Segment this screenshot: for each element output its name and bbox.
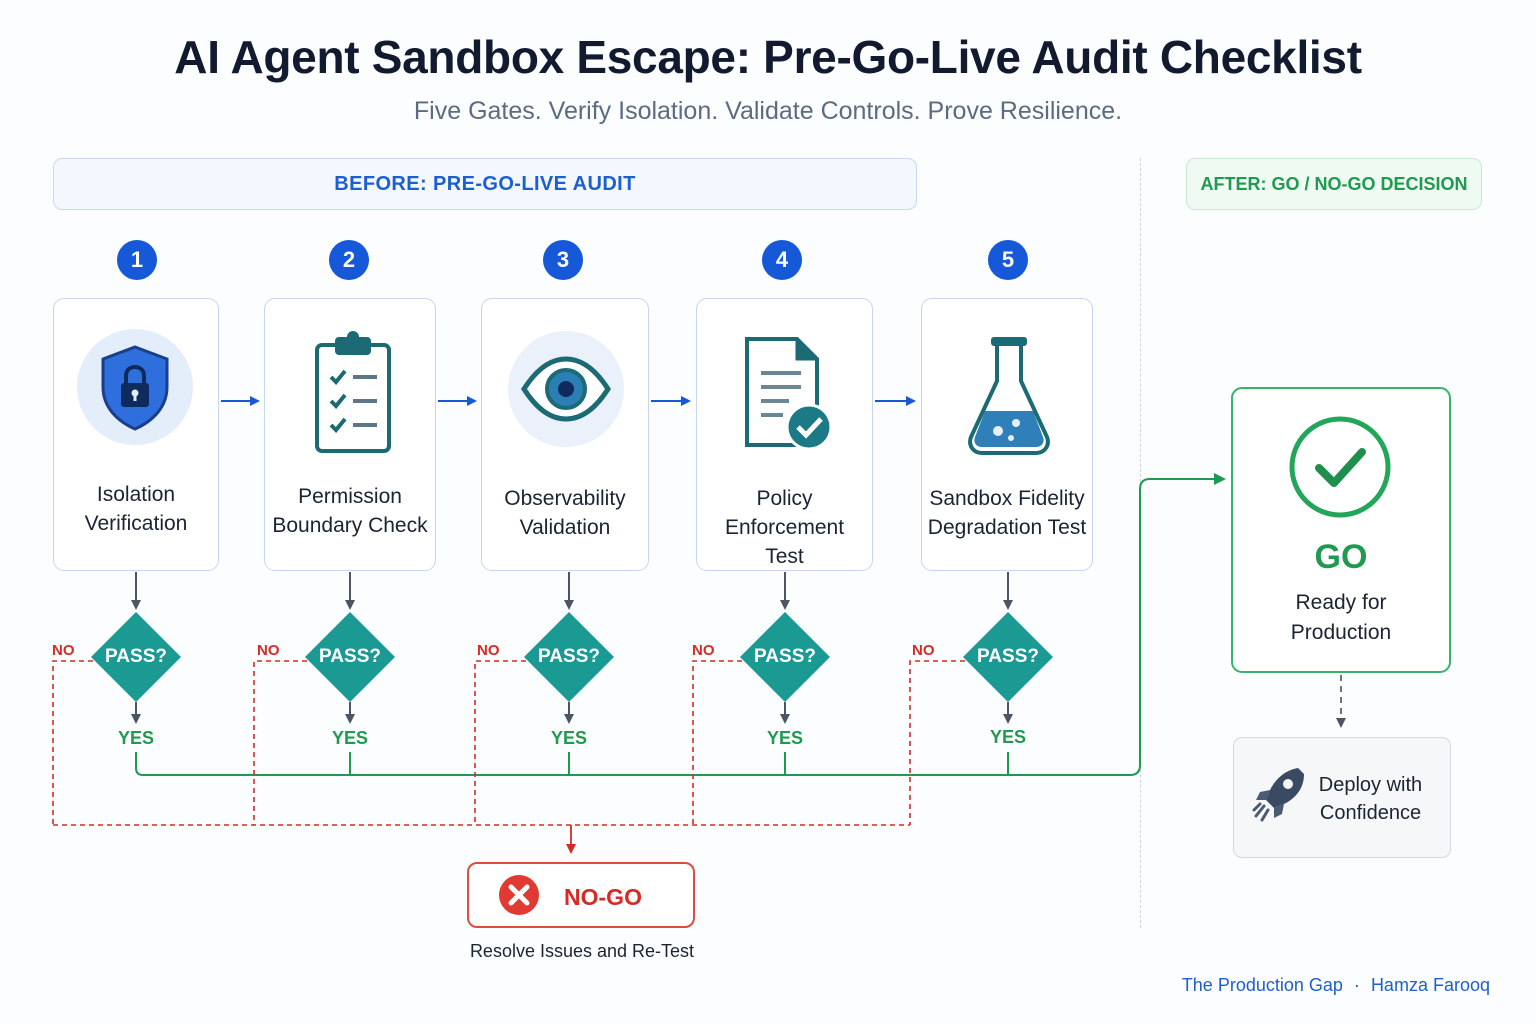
- gate-number-4: 4: [762, 240, 802, 280]
- deploy-line1: Deploy with: [1318, 774, 1423, 796]
- footer-credit: The Production Gap · Hamza Farooq: [1100, 975, 1490, 996]
- yes-label-1: YES: [117, 728, 155, 748]
- eye-icon: [508, 331, 624, 447]
- no-label-3: NO: [477, 642, 500, 659]
- check-circle-icon: [1289, 416, 1391, 518]
- no-path-5: [909, 660, 965, 825]
- footer-separator: ·: [1353, 975, 1360, 995]
- x-circle-icon: [499, 875, 539, 915]
- deploy-line2: Confidence: [1319, 802, 1422, 824]
- yes-label-2: YES: [331, 728, 369, 748]
- gate-1-title-line1: Isolation: [96, 483, 176, 506]
- no-path-4: [692, 660, 742, 825]
- no-label-4: NO: [692, 642, 715, 659]
- nogo-label: NO-GO: [564, 884, 642, 910]
- gate-1-title-line2: Verification: [84, 512, 188, 535]
- no-label-2: NO: [257, 642, 280, 659]
- decision-label-5: PASS?: [977, 646, 1039, 667]
- gate-2-title-line2: Boundary Check: [272, 514, 428, 537]
- no-path-2: [253, 660, 307, 825]
- phase-after-banner: AFTER: GO / NO-GO DECISION: [1186, 158, 1482, 210]
- no-path-1: [52, 660, 93, 825]
- flask-icon: [968, 337, 1050, 455]
- no-label-1: NO: [52, 642, 75, 659]
- decision-diamond-3: [524, 612, 614, 702]
- document-check-icon: [745, 337, 833, 451]
- gate-4-title-line2: Test: [765, 545, 804, 568]
- nogo-subtitle: Resolve Issues and Re-Test: [469, 941, 695, 961]
- decision-label-1: PASS?: [105, 646, 167, 667]
- decision-label-3: PASS?: [538, 646, 600, 667]
- yes-bus-line: [135, 473, 1226, 776]
- gate-card-permission: Permission Boundary Check: [264, 298, 436, 571]
- gate-4-title-line1: Policy Enforcement: [724, 487, 845, 539]
- yes-label-3: YES: [550, 728, 588, 748]
- decision-diamond-4: [740, 612, 830, 702]
- decision-diamond-2: [305, 612, 395, 702]
- gate-5-title-line2: Degradation Test: [927, 516, 1087, 539]
- go-label: GO: [1314, 538, 1368, 576]
- gate-3-title-line1: Observability: [504, 487, 626, 510]
- yes-label-5: YES: [989, 727, 1027, 747]
- gate-number-3: 3: [543, 240, 583, 280]
- gate-card-observability: Observability Validation: [481, 298, 649, 571]
- go-sub-line1: Ready for: [1295, 591, 1387, 614]
- page-title: AI Agent Sandbox Escape: Pre-Go-Live Aud…: [174, 31, 1362, 83]
- no-paths: [52, 660, 965, 826]
- gate-5-title-line1: Sandbox Fidelity: [929, 487, 1085, 510]
- yes-label-4: YES: [766, 728, 804, 748]
- rocket-icon: [1252, 768, 1304, 822]
- decision-diamond-1: [91, 612, 181, 702]
- decision-label-2: PASS?: [319, 646, 381, 667]
- gate-card-policy: Policy Enforcement Test: [696, 298, 873, 571]
- gate-2-title-line1: Permission: [298, 485, 402, 508]
- footer-author: Hamza Farooq: [1370, 975, 1490, 995]
- gate-number-2: 2: [329, 240, 369, 280]
- go-sub-line2: Production: [1290, 621, 1392, 644]
- no-path-3: [474, 660, 526, 825]
- gate-number-5: 5: [988, 240, 1028, 280]
- footer-publication: The Production Gap: [1181, 975, 1343, 995]
- clipboard-checklist-icon: [315, 331, 391, 453]
- gate-card-sandbox-fidelity: Sandbox Fidelity Degradation Test: [921, 298, 1093, 571]
- phase-before-banner: BEFORE: PRE-GO-LIVE AUDIT: [53, 158, 917, 210]
- gate-3-title-line2: Validation: [519, 516, 611, 539]
- gate-number-1: 1: [117, 240, 157, 280]
- gate-card-isolation: Isolation Verification: [53, 298, 219, 571]
- shield-lock-icon: [77, 329, 193, 445]
- decision-diamond-5: [963, 612, 1053, 702]
- no-label-5: NO: [912, 642, 935, 659]
- decision-label-4: PASS?: [754, 646, 816, 667]
- page-subtitle: Five Gates. Verify Isolation. Validate C…: [413, 97, 1123, 125]
